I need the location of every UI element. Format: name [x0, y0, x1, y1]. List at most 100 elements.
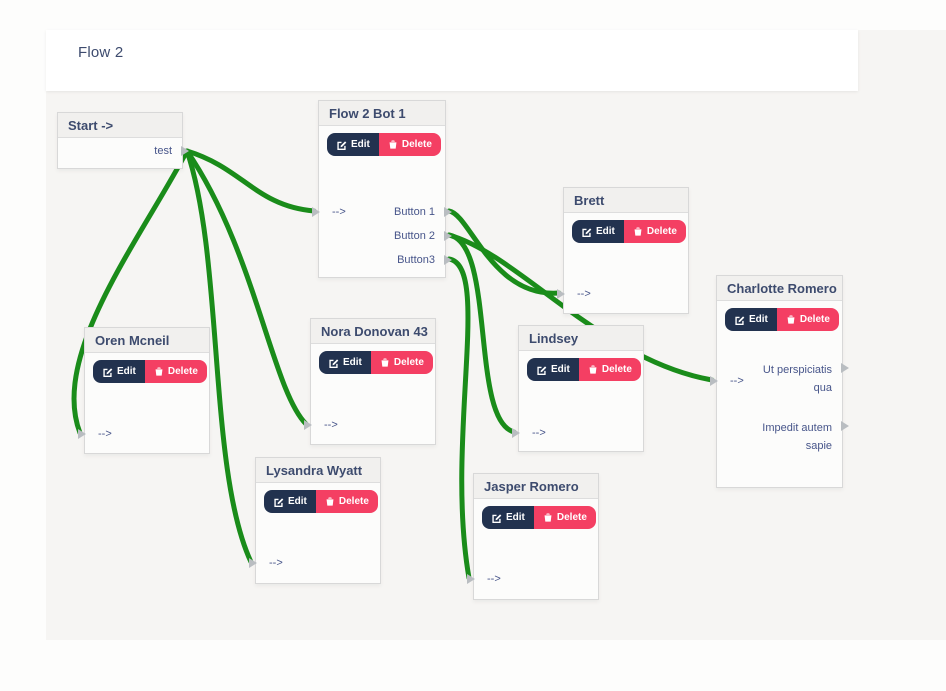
input-port[interactable]: --> [249, 556, 283, 570]
delete-button[interactable]: Delete [776, 308, 839, 331]
edit-button-label: Edit [749, 313, 768, 325]
edit-button[interactable]: Edit [319, 351, 371, 374]
node-nora-donovan-43-header[interactable]: Nora Donovan 43 [311, 319, 435, 344]
node-oren-mcneil-title: Oren Mcneil [95, 333, 170, 348]
input-port[interactable]: --> [557, 287, 591, 301]
port-arrow-icon [444, 207, 452, 217]
input-port[interactable]: --> [710, 374, 744, 388]
node-lindsey-title: Lindsey [529, 331, 579, 346]
input-port[interactable]: --> [512, 426, 546, 440]
output-port-test-label: test [154, 145, 172, 157]
edit-button-label: Edit [506, 511, 525, 523]
port-arrow-icon [444, 255, 452, 265]
delete-icon [588, 364, 598, 375]
edit-icon [328, 357, 339, 368]
edit-button-label: Edit [117, 365, 136, 377]
node-lysandra-wyatt[interactable]: Lysandra Wyatt Edit Delete --> [249, 457, 381, 584]
edit-icon [581, 226, 592, 237]
node-lindsey[interactable]: Lindsey Edit Delete --> [512, 325, 644, 452]
node-lysandra-wyatt-header[interactable]: Lysandra Wyatt [256, 458, 380, 483]
delete-button-label: Delete [338, 495, 369, 507]
output-port-ut-perspiciatis-qua-label: Ut perspiciatis qua [762, 364, 832, 394]
output-port-button3[interactable]: Button3 [397, 253, 452, 267]
delete-button[interactable]: Delete [378, 133, 441, 156]
delete-button[interactable]: Delete [370, 351, 433, 374]
node-flow-2-bot-1-header[interactable]: Flow 2 Bot 1 [319, 101, 445, 126]
node-charlotte-romero-title: Charlotte Romero [727, 281, 837, 296]
edit-button[interactable]: Edit [725, 308, 777, 331]
node-jasper-romero[interactable]: Jasper Romero Edit Delete --> [467, 473, 599, 600]
port-arrow-icon [78, 429, 86, 439]
node-brett-title: Brett [574, 193, 605, 208]
node-start[interactable]: Start -> test [57, 112, 189, 169]
delete-icon [388, 139, 398, 150]
output-port-button-1[interactable]: Button 1 [394, 205, 452, 219]
edit-button[interactable]: Edit [93, 360, 145, 383]
node-actions: Edit Delete [572, 220, 686, 243]
delete-button-label: Delete [393, 356, 424, 368]
edit-button[interactable]: Edit [264, 490, 316, 513]
input-port-label: --> [730, 375, 744, 387]
delete-button[interactable]: Delete [315, 490, 378, 513]
input-port[interactable]: --> [78, 427, 112, 441]
delete-button[interactable]: Delete [623, 220, 686, 243]
output-port-button-1-label: Button 1 [394, 206, 435, 218]
output-port-button-2[interactable]: Button 2 [394, 229, 452, 243]
delete-button-label: Delete [601, 363, 632, 375]
connection-test-to-flow-2-bot-1[interactable] [184, 148, 317, 214]
edit-button-label: Edit [596, 225, 615, 237]
port-arrow-icon [841, 363, 849, 373]
delete-button-label: Delete [167, 365, 198, 377]
input-port[interactable]: --> [304, 418, 338, 432]
delete-icon [543, 512, 553, 523]
node-oren-mcneil[interactable]: Oren Mcneil Edit Delete --> [78, 327, 210, 454]
node-flow-2-bot-1[interactable]: Flow 2 Bot 1 Edit Delete --> Button 1 Bu… [312, 100, 452, 278]
delete-button-label: Delete [799, 313, 830, 325]
node-actions: Edit Delete [527, 358, 641, 381]
port-arrow-icon [444, 231, 452, 241]
node-nora-donovan-43[interactable]: Nora Donovan 43 Edit Delete --> [304, 318, 436, 445]
delete-button[interactable]: Delete [578, 358, 641, 381]
edit-button-label: Edit [551, 363, 570, 375]
node-start-header[interactable]: Start -> [58, 113, 182, 138]
node-brett-header[interactable]: Brett [564, 188, 688, 213]
edit-button[interactable]: Edit [527, 358, 579, 381]
node-start-title: Start -> [68, 118, 114, 133]
output-port-test[interactable]: test [154, 144, 189, 158]
port-arrow-icon [557, 289, 565, 299]
node-oren-mcneil-header[interactable]: Oren Mcneil [85, 328, 209, 353]
input-port-label: --> [324, 419, 338, 431]
edit-button-label: Edit [343, 356, 362, 368]
edit-button[interactable]: Edit [572, 220, 624, 243]
node-charlotte-romero[interactable]: Charlotte Romero Edit Delete --> Ut pers… [710, 275, 849, 488]
port-arrow-icon [467, 574, 475, 584]
node-lindsey-header[interactable]: Lindsey [519, 326, 643, 351]
node-jasper-romero-header[interactable]: Jasper Romero [474, 474, 598, 499]
delete-icon [633, 226, 643, 237]
connection-button-2-to-lindsey[interactable] [446, 232, 517, 435]
output-port-button3-label: Button3 [397, 254, 435, 266]
output-port-impedit-autem-sapie-label: Impedit autem sapie [762, 422, 832, 452]
port-arrow-icon [304, 420, 312, 430]
connection-button3-to-jasper-romero[interactable] [446, 256, 472, 581]
input-port[interactable]: --> [312, 205, 346, 219]
delete-button[interactable]: Delete [144, 360, 207, 383]
output-port-ut-perspiciatis-qua[interactable]: Ut perspiciatis qua [762, 361, 849, 397]
input-port-label: --> [577, 288, 591, 300]
connection-test-to-nora-donovan-43[interactable] [184, 148, 309, 427]
node-nora-donovan-43-title: Nora Donovan 43 [321, 324, 428, 339]
input-port-label: --> [98, 428, 112, 440]
node-brett[interactable]: Brett Edit Delete --> [557, 187, 689, 314]
connection-test-to-oren-mcneil[interactable] [71, 148, 190, 436]
node-charlotte-romero-header[interactable]: Charlotte Romero [717, 276, 842, 301]
connection-test-to-lysandra-wyatt[interactable] [184, 148, 254, 565]
edit-button[interactable]: Edit [482, 506, 534, 529]
delete-icon [786, 314, 796, 325]
output-port-impedit-autem-sapie[interactable]: Impedit autem sapie [762, 419, 849, 455]
delete-button[interactable]: Delete [533, 506, 596, 529]
flow-header-bar: Flow 2 [46, 30, 858, 91]
input-port[interactable]: --> [467, 572, 501, 586]
node-flow-2-bot-1-title: Flow 2 Bot 1 [329, 106, 406, 121]
edit-button[interactable]: Edit [327, 133, 379, 156]
